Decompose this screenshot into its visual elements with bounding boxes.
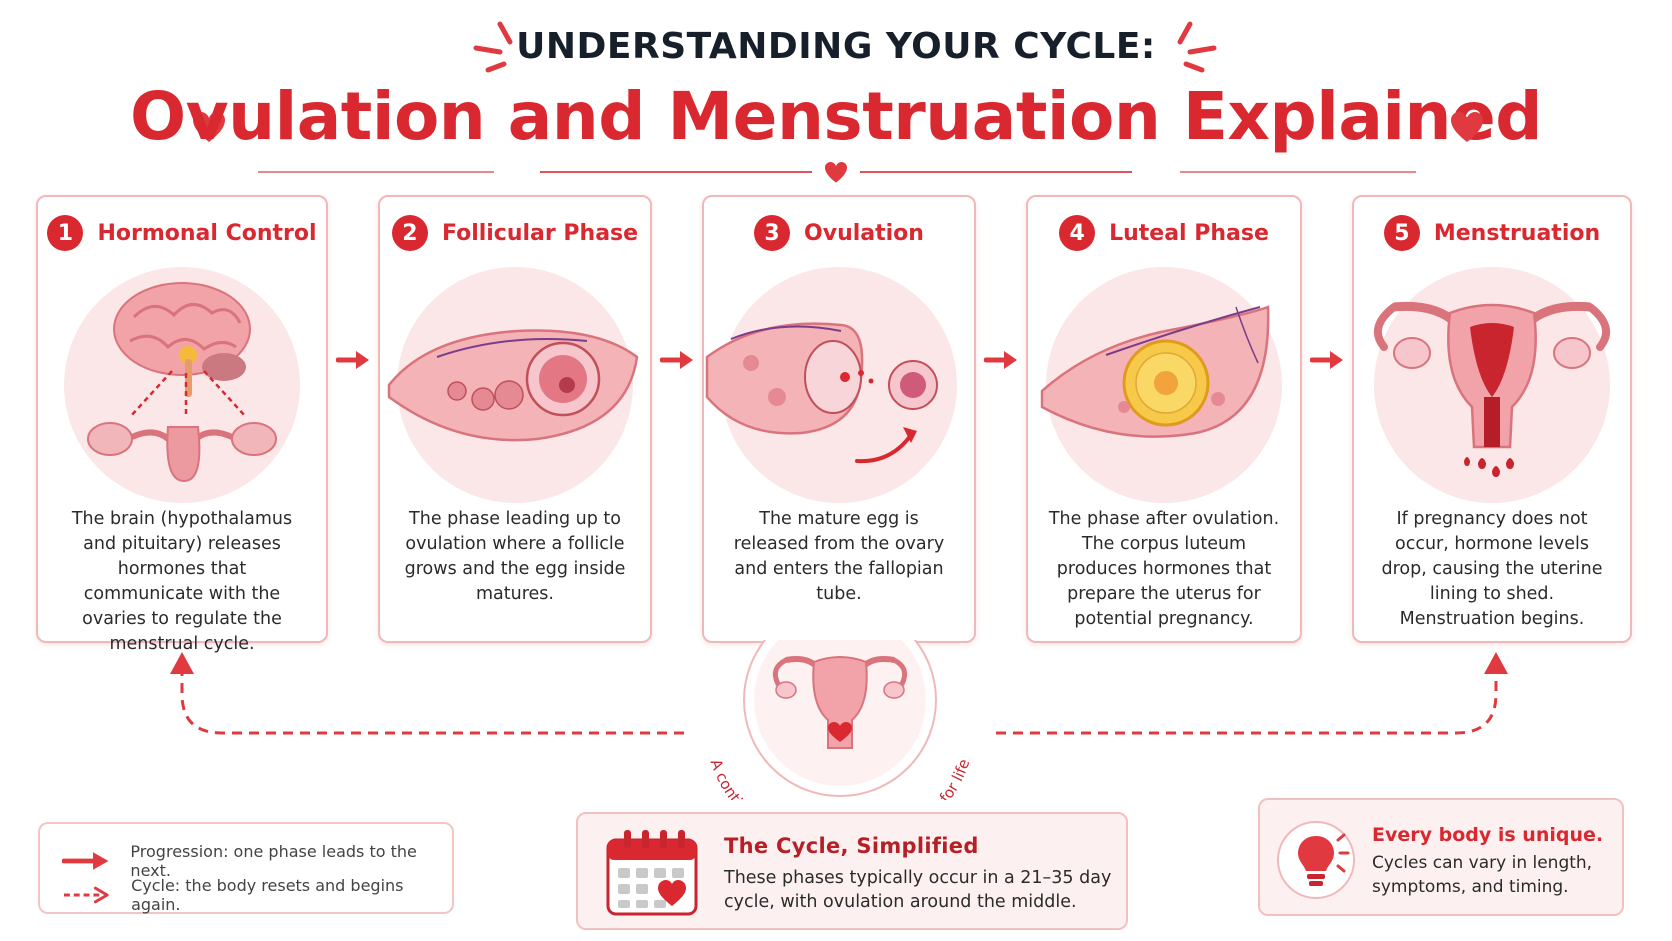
brain-ovaries-illustration (64, 267, 300, 503)
progression-arrow-icon (336, 351, 369, 369)
phase-title: Follicular Phase (441, 220, 639, 246)
phase-description: The mature egg is released from the ovar… (733, 509, 945, 604)
sparkle-left-icon (473, 21, 513, 73)
simplified-title: The Cycle, Simplified (724, 834, 979, 858)
phase-number-badge: 3 (754, 215, 791, 251)
title-underline-left (258, 171, 494, 173)
supertitle: UNDERSTANDING YOUR CYCLE: (516, 26, 1156, 67)
phase-card-follicular: 2 Follicular Phase The phase leading up … (378, 195, 652, 643)
egg-release-icon (705, 322, 938, 464)
corpus-luteum-icon (1040, 305, 1270, 438)
ovulation-illustration (705, 267, 957, 503)
legend-progression-label: Progression: one phase leads to the next… (130, 842, 417, 880)
cycle-return-right-line (996, 672, 1498, 735)
follicle-illustration (387, 267, 639, 503)
unique-title: Every body is unique. (1372, 824, 1604, 846)
progression-arrow-icon (984, 351, 1017, 369)
ovary-follicle-icon (387, 329, 639, 442)
phase-number-badge: 1 (47, 215, 84, 251)
heart-divider-icon (825, 162, 847, 183)
solid-arrow-icon (62, 852, 109, 870)
every-body-unique-box: Every body is unique. Cycles can vary in… (1258, 798, 1624, 916)
heart-right-icon (1451, 112, 1483, 142)
heart-left-icon (193, 112, 225, 142)
cycle-up-arrow-left-icon (170, 652, 194, 674)
cycle-loop: A continuous cycle preparing the body fo… (170, 640, 1508, 800)
main-title: Ovulation and Menstruation Explained (130, 78, 1543, 155)
phase-title: Luteal Phase (1109, 220, 1269, 246)
title-underline-right (1180, 171, 1416, 173)
title-underline-center-left (540, 171, 812, 173)
phase-number-badge: 4 (1059, 215, 1096, 251)
phase-title: Hormonal Control (97, 220, 317, 246)
unique-text: Cycles can vary in length, symptoms, and… (1372, 853, 1593, 897)
phase-title: Ovulation (804, 220, 924, 246)
brain-icon (87, 282, 277, 483)
phase-card-hormonal-control: 1 Hormonal Control The brain (hypothalam… (36, 195, 328, 654)
legend-cycle-label: Cycle: the body resets and begins again. (131, 876, 404, 914)
lightbulb-icon (1277, 821, 1355, 899)
cycle-simplified-box: The Cycle, Simplified These phases typic… (576, 812, 1128, 930)
corpus-luteum-illustration (1040, 267, 1282, 503)
phase-description: If pregnancy does not occur, hormone lev… (1381, 509, 1603, 629)
phase-card-luteal: 4 Luteal Phase The phase after ovulation… (1026, 195, 1302, 643)
phase-number-badge: 5 (1383, 215, 1420, 251)
progression-arrow-icon (660, 351, 693, 369)
uterus-heart-icon (772, 656, 908, 749)
progression-arrow-icon (1310, 351, 1343, 369)
phase-description: The phase leading up to ovulation where … (404, 509, 626, 604)
legend-box: Progression: one phase leads to the next… (38, 822, 454, 914)
cycle-up-arrow-right-icon (1484, 652, 1508, 674)
phase-description: The phase after ovulation. The corpus lu… (1048, 509, 1280, 629)
calendar-icon (606, 830, 698, 916)
sparkle-right-icon (1177, 21, 1217, 73)
uterus-shedding-illustration (1373, 267, 1611, 503)
uterus-icon (1373, 301, 1611, 477)
simplified-text: These phases typically occur in a 21–35 … (724, 868, 1112, 912)
dashed-arrow-icon (63, 886, 109, 904)
phase-description: The brain (hypothalamus and pituitary) r… (71, 509, 293, 654)
phase-number-badge: 2 (391, 215, 428, 251)
phase-card-ovulation: 3 Ovulation The mature egg is released f… (702, 195, 976, 643)
title-underline-center-right (860, 171, 1132, 173)
phase-title: Menstruation (1433, 220, 1601, 246)
cycle-return-left-line (180, 672, 684, 735)
phase-card-menstruation: 5 Menstruation If pregnancy does not occ… (1352, 195, 1632, 643)
